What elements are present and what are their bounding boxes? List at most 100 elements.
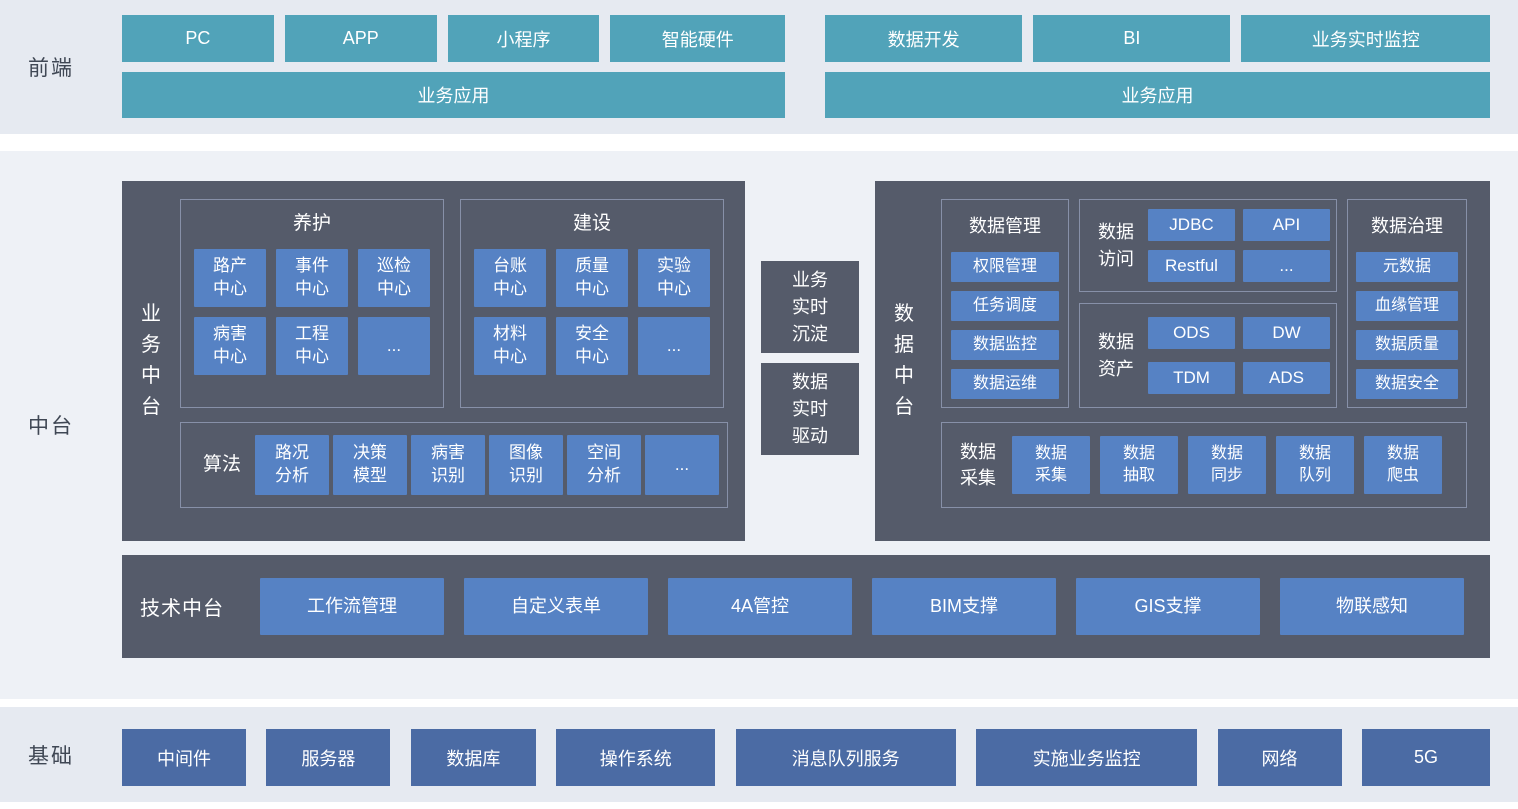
base-item-middleware: 中间件 bbox=[122, 729, 246, 786]
data-assets-item-ods: ODS bbox=[1148, 317, 1235, 349]
frontend-left-row: PC APP 小程序 智能硬件 bbox=[122, 15, 786, 62]
algorithm-item-more: ... bbox=[645, 435, 719, 495]
data-management-item: 任务调度 bbox=[951, 291, 1059, 321]
construction-item-more: ... bbox=[638, 317, 710, 375]
construction-item: 质量 中心 bbox=[556, 249, 628, 307]
data-collection-item: 数据 采集 bbox=[1012, 436, 1090, 494]
algorithm-section: 算法 路况 分析 决策 模型 病害 识别 图像 识别 空间 分析 ... bbox=[180, 422, 728, 508]
maintenance-section: 养护 路产 中心 事件 中心 巡检 中心 病害 中心 工程 中心 ... bbox=[180, 199, 444, 408]
data-access-item-api: API bbox=[1243, 209, 1330, 241]
data-management-item: 数据监控 bbox=[951, 330, 1059, 360]
base-item-network: 网络 bbox=[1217, 729, 1342, 786]
data-management-item: 数据运维 bbox=[951, 369, 1059, 399]
data-assets-section: 数据 资产 ODS DW TDM ADS bbox=[1079, 303, 1337, 408]
algorithm-items: 路况 分析 决策 模型 病害 识别 图像 识别 空间 分析 ... bbox=[255, 435, 719, 495]
maintenance-item: 工程 中心 bbox=[276, 317, 348, 375]
tech-item-custom-form: 自定义表单 bbox=[464, 578, 648, 635]
data-assets-item-ads: ADS bbox=[1243, 362, 1330, 394]
data-collection-item: 数据 抽取 bbox=[1100, 436, 1178, 494]
data-collection-item: 数据 爬虫 bbox=[1364, 436, 1442, 494]
algorithm-item: 决策 模型 bbox=[333, 435, 407, 495]
tech-platform-items: 工作流管理 自定义表单 4A管控 BIM支撑 GIS支撑 物联感知 bbox=[260, 578, 1464, 635]
algorithm-label: 算法 bbox=[202, 454, 241, 476]
construction-section: 建设 台账 中心 质量 中心 实验 中心 材料 中心 安全 中心 ... bbox=[460, 199, 724, 408]
data-assets-item-dw: DW bbox=[1243, 317, 1330, 349]
data-governance-item: 数据质量 bbox=[1356, 330, 1458, 360]
base-item-os: 操作系统 bbox=[556, 729, 716, 786]
data-platform-title: 数 据 中 台 bbox=[894, 303, 914, 418]
data-governance-item: 血缘管理 bbox=[1356, 291, 1458, 321]
connector-data-realtime-drive: 数据 实时 驱动 bbox=[761, 363, 859, 455]
data-platform: 数 据 中 台 数据管理 权限管理 任务调度 数据监控 数据运维 数据 访问 J… bbox=[875, 181, 1490, 541]
frontend-right-business-apps: 业务应用 bbox=[825, 72, 1490, 118]
data-governance-item: 元数据 bbox=[1356, 252, 1458, 282]
algorithm-item: 空间 分析 bbox=[567, 435, 641, 495]
data-management-items: 权限管理 任务调度 数据监控 数据运维 bbox=[951, 252, 1059, 399]
data-collection-section: 数据 采集 数据 采集 数据 抽取 数据 同步 数据 队列 数据 爬虫 bbox=[941, 422, 1467, 508]
tech-item-iot-sensing: 物联感知 bbox=[1280, 578, 1464, 635]
base-item-database: 数据库 bbox=[410, 729, 536, 786]
base-item-server: 服务器 bbox=[266, 729, 391, 786]
maintenance-item: 病害 中心 bbox=[194, 317, 266, 375]
tech-platform: 技术中台 工作流管理 自定义表单 4A管控 BIM支撑 GIS支撑 物联感知 bbox=[122, 555, 1490, 658]
middle-platform-band: 中台 业 务 中 台 养护 路产 中心 事件 中心 巡检 中心 病害 中心 工程… bbox=[0, 151, 1518, 699]
tech-item-4a-control: 4A管控 bbox=[668, 578, 852, 635]
frontend-left-group: PC APP 小程序 智能硬件 业务应用 bbox=[122, 15, 786, 118]
frontend-item-app: APP bbox=[284, 15, 437, 62]
data-access-label: 数据 访问 bbox=[1098, 222, 1134, 269]
data-management-item: 权限管理 bbox=[951, 252, 1059, 282]
data-access-item-more: ... bbox=[1243, 250, 1330, 282]
algorithm-item: 病害 识别 bbox=[411, 435, 485, 495]
base-item-business-monitoring: 实施业务监控 bbox=[976, 729, 1198, 786]
frontend-right-group: 数据开发 BI 业务实时监控 业务应用 bbox=[825, 15, 1490, 118]
frontend-band: 前端 PC APP 小程序 智能硬件 业务应用 数据开发 BI 业务实时监控 业… bbox=[0, 0, 1518, 134]
data-governance-item: 数据安全 bbox=[1356, 369, 1458, 399]
construction-items: 台账 中心 质量 中心 实验 中心 材料 中心 安全 中心 ... bbox=[474, 249, 710, 375]
data-collection-items: 数据 采集 数据 抽取 数据 同步 数据 队列 数据 爬虫 bbox=[1012, 436, 1442, 494]
tech-item-workflow: 工作流管理 bbox=[260, 578, 444, 635]
data-assets-label: 数据 资产 bbox=[1098, 332, 1134, 379]
business-platform-title: 业 务 中 台 bbox=[141, 303, 161, 418]
base-item-5g: 5G bbox=[1361, 729, 1490, 786]
middle-band-label: 中台 bbox=[28, 415, 74, 438]
maintenance-items: 路产 中心 事件 中心 巡检 中心 病害 中心 工程 中心 ... bbox=[194, 249, 430, 375]
base-item-message-queue: 消息队列服务 bbox=[735, 729, 956, 786]
data-access-items: JDBC API Restful ... bbox=[1148, 209, 1330, 282]
maintenance-section-title: 养护 bbox=[292, 213, 331, 234]
maintenance-item-more: ... bbox=[358, 317, 430, 375]
data-management-section: 数据管理 权限管理 任务调度 数据监控 数据运维 bbox=[941, 199, 1069, 408]
frontend-item-bi: BI bbox=[1033, 15, 1231, 62]
tech-item-gis-support: GIS支撑 bbox=[1076, 578, 1260, 635]
data-access-section: 数据 访问 JDBC API Restful ... bbox=[1079, 199, 1337, 292]
data-assets-items: ODS DW TDM ADS bbox=[1148, 317, 1330, 394]
algorithm-item: 图像 识别 bbox=[489, 435, 563, 495]
data-assets-item-tdm: TDM bbox=[1148, 362, 1235, 394]
data-governance-section: 数据治理 元数据 血缘管理 数据质量 数据安全 bbox=[1347, 199, 1467, 408]
connector-business-realtime-precipitation: 业务 实时 沉淀 bbox=[761, 261, 859, 353]
tech-item-bim-support: BIM支撑 bbox=[872, 578, 1056, 635]
frontend-item-smart-hardware: 智能硬件 bbox=[610, 15, 786, 62]
algorithm-item: 路况 分析 bbox=[255, 435, 329, 495]
construction-item: 台账 中心 bbox=[474, 249, 546, 307]
construction-item: 实验 中心 bbox=[638, 249, 710, 307]
frontend-band-label: 前端 bbox=[28, 57, 74, 80]
data-collection-item: 数据 同步 bbox=[1188, 436, 1266, 494]
data-access-item-restful: Restful bbox=[1148, 250, 1235, 282]
data-access-item-jdbc: JDBC bbox=[1148, 209, 1235, 241]
base-band-label: 基础 bbox=[28, 744, 74, 768]
tech-platform-title: 技术中台 bbox=[140, 598, 224, 620]
maintenance-item: 巡检 中心 bbox=[358, 249, 430, 307]
frontend-right-row: 数据开发 BI 业务实时监控 bbox=[825, 15, 1490, 62]
construction-item: 材料 中心 bbox=[474, 317, 546, 375]
business-platform: 业 务 中 台 养护 路产 中心 事件 中心 巡检 中心 病害 中心 工程 中心… bbox=[122, 181, 745, 541]
construction-section-title: 建设 bbox=[572, 213, 611, 234]
base-items: 中间件 服务器 数据库 操作系统 消息队列服务 实施业务监控 网络 5G bbox=[122, 729, 1490, 786]
data-governance-items: 元数据 血缘管理 数据质量 数据安全 bbox=[1356, 252, 1458, 399]
data-collection-item: 数据 队列 bbox=[1276, 436, 1354, 494]
frontend-item-miniprogram: 小程序 bbox=[447, 15, 600, 62]
data-management-title: 数据管理 bbox=[969, 216, 1041, 236]
maintenance-item: 事件 中心 bbox=[276, 249, 348, 307]
data-governance-title: 数据治理 bbox=[1371, 216, 1443, 236]
base-band: 基础 中间件 服务器 数据库 操作系统 消息队列服务 实施业务监控 网络 5G bbox=[0, 707, 1518, 802]
